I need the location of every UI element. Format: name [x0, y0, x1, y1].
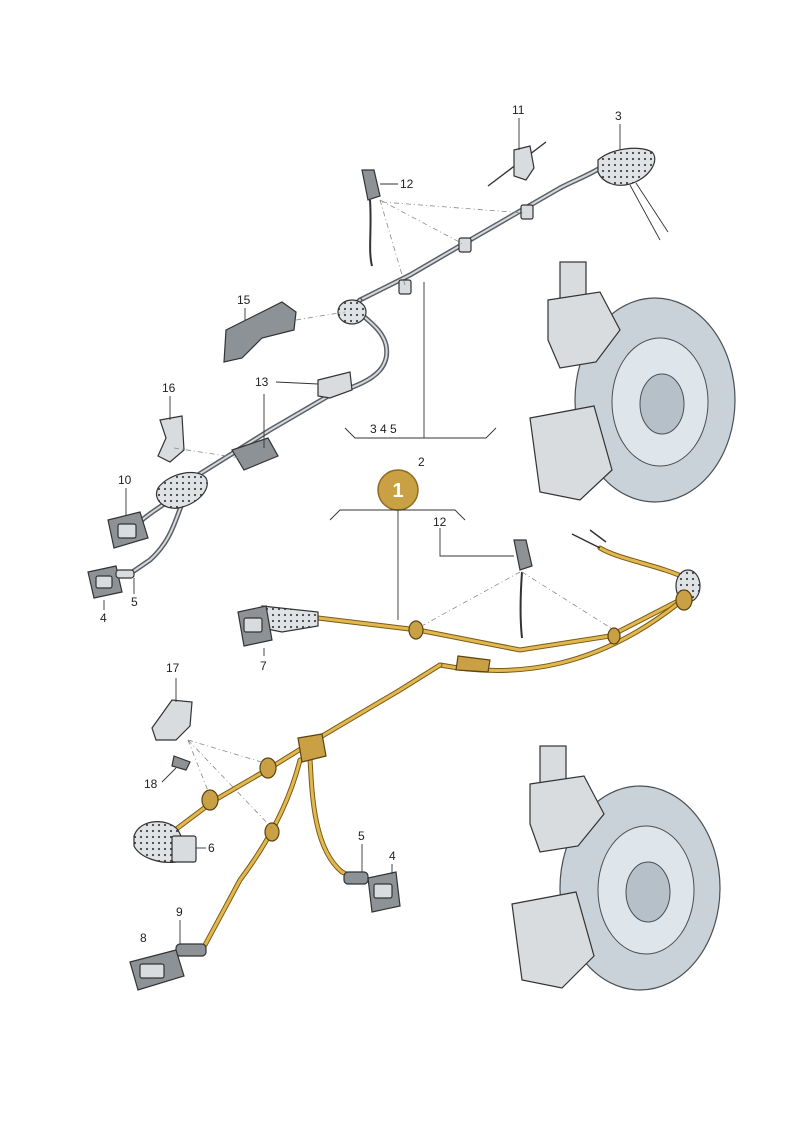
harness-clip-c [398, 279, 412, 295]
callout-16: 16 [162, 381, 176, 395]
harness-grommet-upper [337, 299, 367, 325]
wheel-sensor-grommet-top [597, 147, 656, 186]
knuckle-upper [547, 291, 621, 369]
connector-4-bottom-face [373, 883, 393, 899]
connector-4-top-face [95, 575, 113, 589]
bracket-16 [157, 415, 185, 463]
main-part-badge: 1 [329, 469, 466, 620]
callout-9: 9 [176, 905, 183, 919]
harness-clip-a [520, 204, 534, 220]
harness-junction [297, 733, 327, 763]
callout-3-4-5: 3 4 5 [370, 422, 397, 436]
connector-holder [231, 437, 279, 471]
plug-9 [175, 943, 207, 957]
clip-12-mid [513, 539, 533, 571]
connector-10-face [117, 523, 137, 539]
harness-sleeve-10 [156, 471, 208, 509]
callout-17: 17 [166, 661, 180, 675]
upper-wiring-harness [87, 141, 669, 599]
callout-12-mid: 12 [433, 515, 447, 529]
callout-15: 15 [237, 293, 251, 307]
connector-6 [171, 835, 197, 863]
connector-8-face [139, 963, 165, 979]
brake-disc-lower [511, 745, 721, 991]
caliper-upper [529, 405, 613, 501]
callout-4-top: 4 [100, 611, 107, 625]
callout-7: 7 [260, 659, 267, 673]
callout-3: 3 [615, 109, 622, 123]
caliper-lower [511, 891, 595, 989]
harness-clip-y2 [607, 627, 621, 645]
retaining-clip-11 [513, 145, 535, 181]
knuckle-lower [529, 775, 605, 853]
assembly-lines-lower [187, 571, 615, 829]
bracket-17 [151, 699, 193, 741]
connector-7-face [243, 617, 263, 633]
callout-6: 6 [208, 841, 215, 855]
bolt-18 [171, 755, 191, 771]
callout-5-bottom: 5 [358, 829, 365, 843]
assembly-lines-upper [173, 199, 525, 459]
callout-12-top: 12 [400, 177, 414, 191]
callout-5-top: 5 [131, 595, 138, 609]
lower-wiring-harness [129, 529, 701, 991]
bracket-15 [223, 301, 297, 363]
callout-4-bottom: 4 [389, 849, 396, 863]
bracket-13 [317, 371, 353, 399]
plug-5-top [115, 569, 135, 579]
badge-number: 1 [392, 480, 403, 502]
harness-junction-top [455, 655, 491, 673]
callout-labels: 3 11 12 15 16 13 10 4 5 12 7 17 18 6 5 4 [100, 103, 622, 945]
brake-disc-upper [529, 261, 736, 503]
harness-clip-y5 [264, 822, 280, 842]
plug-5-bottom [343, 871, 369, 885]
harness-end-grommet [675, 589, 693, 611]
harness-clip-y3 [259, 757, 277, 779]
callout-13: 13 [255, 375, 269, 389]
callout-10: 10 [118, 473, 132, 487]
harness-clip-y4 [201, 789, 219, 811]
callout-8: 8 [140, 931, 147, 945]
upper-harness-reference: 3 4 5 2 [344, 282, 497, 469]
callout-11: 11 [512, 103, 525, 117]
callout-2: 2 [418, 455, 425, 469]
clip-12-top [361, 169, 381, 201]
harness-clip-y1 [408, 620, 424, 640]
callout-18: 18 [144, 777, 158, 791]
